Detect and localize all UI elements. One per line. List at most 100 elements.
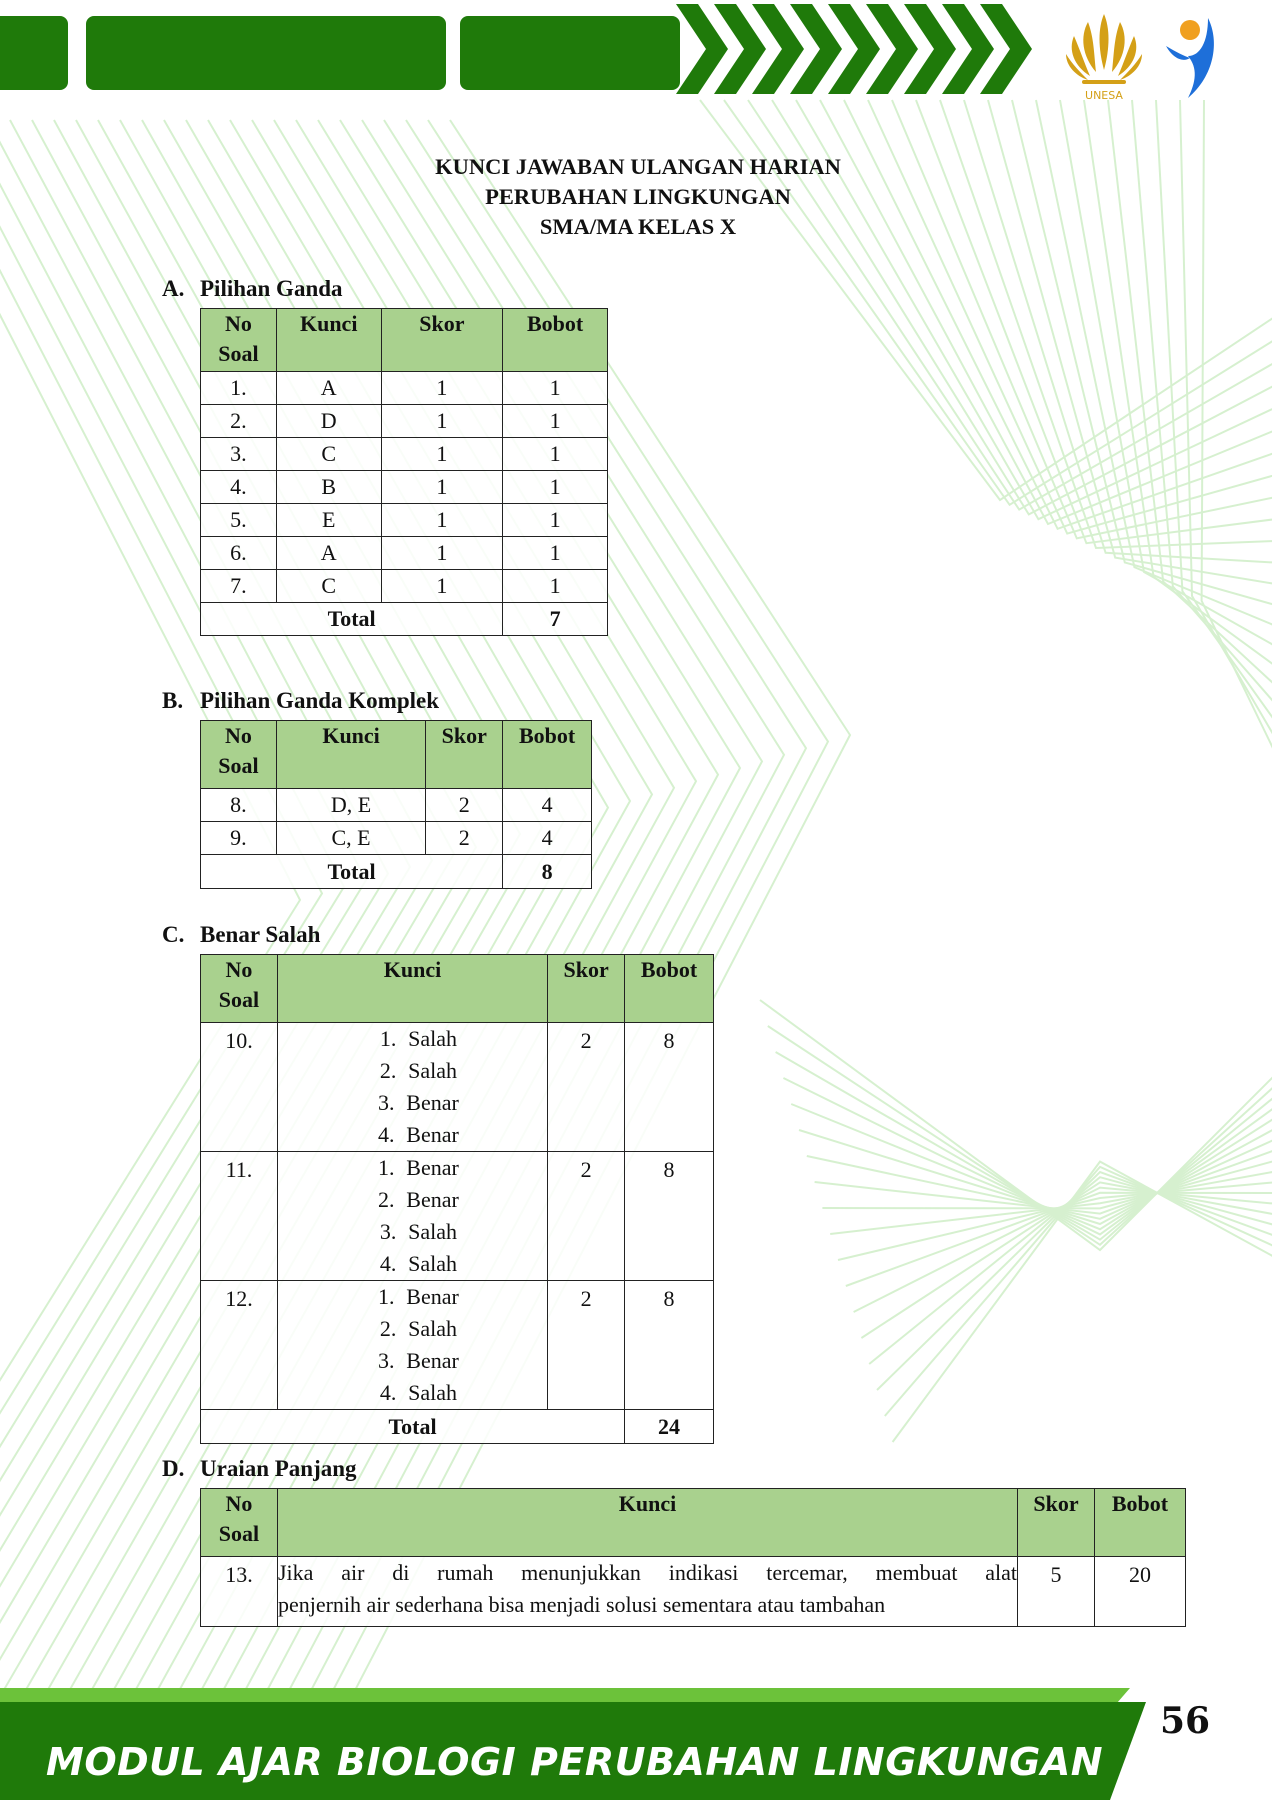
cell-skor: 1 (380, 569, 504, 603)
ministry-logo-icon (1166, 18, 1214, 98)
list-item: 3.Benar (378, 1348, 459, 1373)
banner-block-1 (0, 16, 68, 90)
cell-skor: 1 (380, 503, 504, 537)
header-bobot: Bobot (1094, 1488, 1186, 1557)
list-item: 1.Salah (379, 1026, 457, 1051)
list-item: 4.Benar (378, 1122, 459, 1147)
footer-module-title: MODUL AJAR BIOLOGI PERUBAHAN LINGKUNGAN (46, 1740, 1104, 1784)
cell-no-soal: 2. (200, 404, 277, 438)
total-label: Total (199, 854, 504, 889)
cell-skor: 1 (380, 371, 504, 405)
title-line-1: KUNCI JAWABAN ULANGAN HARIAN (435, 154, 841, 179)
cell-skor: 5 (1017, 1556, 1096, 1627)
cell-skor: 2 (547, 1151, 626, 1281)
cell-kunci: 1.Salah 2.Salah 3.Benar 4.Benar (276, 1022, 549, 1152)
section-a-heading: A.Pilihan Ganda (162, 276, 343, 301)
banner-block-2 (86, 16, 446, 90)
total-value: 24 (624, 1409, 714, 1444)
header-skor: Skor (1017, 1488, 1096, 1557)
header-bobot: Bobot (624, 954, 714, 1023)
section-b-heading: B.Pilihan Ganda Komplek (162, 688, 440, 713)
cell-bobot: 4 (502, 821, 592, 855)
cell-skor: 2 (547, 1280, 626, 1410)
cell-no-soal: 4. (200, 470, 277, 504)
cell-kunci: Jika air di rumah menunjukkan indikasi t… (276, 1556, 1019, 1627)
cell-no-soal: 11. (200, 1151, 278, 1281)
list-item: 4.Salah (379, 1251, 457, 1276)
cell-skor: 2 (547, 1022, 626, 1152)
list-item: 2.Salah (379, 1058, 457, 1083)
cell-bobot: 1 (502, 437, 608, 471)
cell-bobot: 1 (502, 371, 608, 405)
cell-kunci: D, E (275, 788, 427, 822)
cell-bobot: 1 (502, 569, 608, 603)
unesa-logo-text: UNESA (1085, 89, 1123, 102)
list-item: 2.Benar (378, 1187, 459, 1212)
section-d-heading: D.Uraian Panjang (162, 1456, 357, 1481)
cell-kunci: B (275, 470, 382, 504)
header-kunci: Kunci (275, 720, 427, 789)
title-line-2: PERUBAHAN LINGKUNGAN (485, 184, 791, 209)
unesa-logo-icon: UNESA (1066, 14, 1142, 102)
section-c-heading: C.Benar Salah (162, 922, 321, 947)
cell-skor: 1 (380, 470, 504, 504)
cell-bobot: 1 (502, 536, 608, 570)
chevron-arrows-icon (676, 4, 1032, 94)
cell-no-soal: 1. (200, 371, 277, 405)
cell-skor: 1 (380, 404, 504, 438)
cell-kunci: E (275, 503, 382, 537)
cell-bobot: 8 (624, 1151, 714, 1281)
total-label: Total (199, 602, 504, 636)
list-item: 4.Salah (379, 1380, 457, 1405)
cell-bobot: 8 (624, 1280, 714, 1410)
list-item: 3.Benar (378, 1090, 459, 1115)
header-skor: Skor (380, 308, 504, 372)
list-item: 3.Salah (379, 1219, 457, 1244)
header-bobot: Bobot (502, 308, 608, 372)
page-number: 56 (1160, 1700, 1211, 1742)
cell-no-soal: 7. (200, 569, 277, 603)
header-kunci: Kunci (275, 308, 382, 372)
cell-skor: 1 (380, 536, 504, 570)
cell-no-soal: 6. (200, 536, 277, 570)
cell-bobot: 8 (624, 1022, 714, 1152)
total-label: Total (199, 1409, 626, 1444)
cell-kunci: C (275, 437, 382, 471)
table-row: 13. Jika air di rumah menunjukkan indika… (200, 1556, 1186, 1627)
cell-bobot: 1 (502, 503, 608, 537)
header-skor: Skor (425, 720, 504, 789)
cell-skor: 2 (425, 821, 504, 855)
cell-kunci: C (275, 569, 382, 603)
cell-bobot: 20 (1094, 1556, 1186, 1627)
cell-skor: 2 (425, 788, 504, 822)
cell-bobot: 4 (502, 788, 592, 822)
header-kunci: Kunci (276, 954, 549, 1023)
cell-no-soal: 5. (200, 503, 277, 537)
cell-skor: 1 (380, 437, 504, 471)
cell-bobot: 1 (502, 404, 608, 438)
top-banner: UNESA (0, 0, 1272, 110)
cell-no-soal: 3. (200, 437, 277, 471)
total-value: 7 (502, 602, 608, 636)
list-item: 2.Salah (379, 1316, 457, 1341)
header-kunci: Kunci (276, 1488, 1019, 1557)
cell-no-soal: 9. (200, 821, 277, 855)
header-bobot: Bobot (502, 720, 592, 789)
